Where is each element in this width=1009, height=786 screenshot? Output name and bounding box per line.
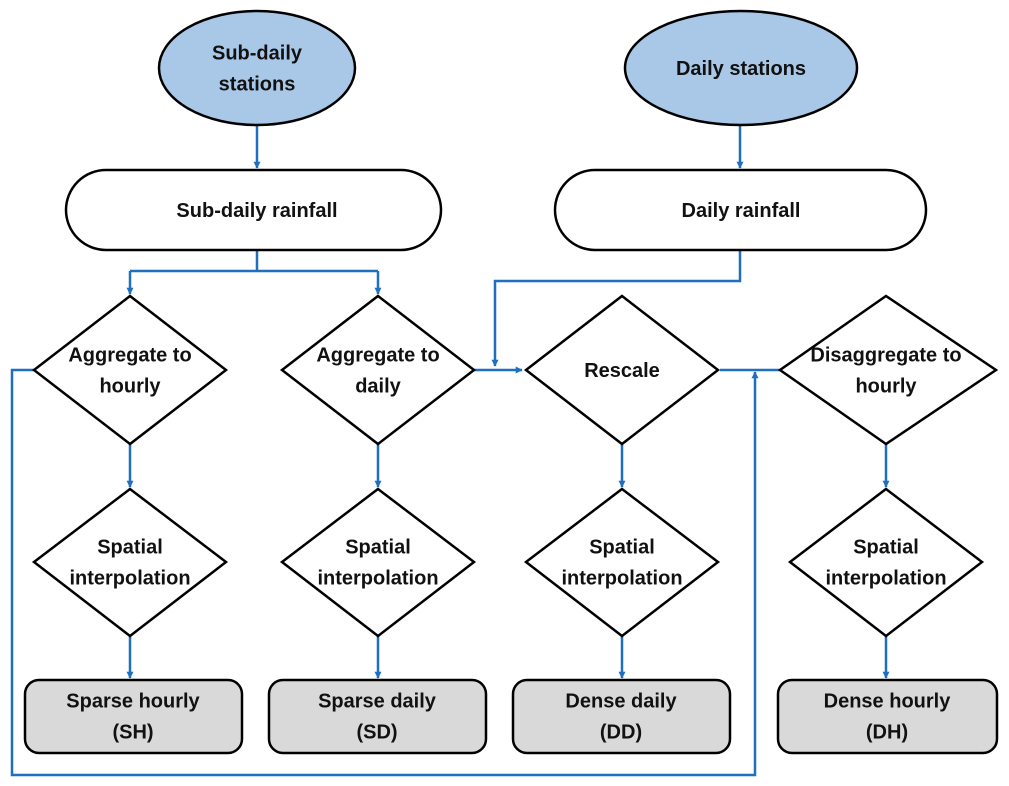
label-line: Spatial [853,537,919,559]
label-line: Spatial [589,537,655,559]
disaggregate-hourly-diamond: Disaggregate to hourly [777,294,999,446]
arrow-agg-hourly-bypass-loop [10,368,759,777]
spatial-interpolation-diamond-1: Spatial interpolation [31,487,229,638]
label-line: Sub-daily [212,43,303,65]
label-line: hourly [99,376,161,398]
daily-rainfall-label: Daily rainfall [682,200,801,222]
label-line: Sparse daily [318,691,437,713]
spatial-interpolation-label-3: Spatial interpolation [561,537,682,590]
subdaily-stations-oval: Sub-daily stations [157,9,357,127]
output-sparse-hourly-label: Sparse hourly (SH) [66,691,200,744]
label-line: Sparse hourly [66,691,200,713]
label-line: Spatial [345,537,411,559]
label-line: (DH) [866,722,908,744]
rescale-label: Rescale [584,360,660,382]
label-line: Daily rainfall [682,200,801,222]
subdaily-stations-label: Sub-daily stations [212,43,303,96]
label-line: Disaggregate to [810,345,961,367]
output-sparse-daily-label: Sparse daily (SD) [318,691,437,744]
output-dense-hourly: Dense hourly (DH) [776,678,999,755]
spatial-interpolation-label-1: Spatial interpolation [69,537,190,590]
label-line: interpolation [825,568,946,590]
label-line: Dense hourly [824,691,952,713]
connectors [10,125,890,777]
disaggregate-hourly-label: Disaggregate to hourly [810,345,961,398]
aggregate-hourly-label: Aggregate to hourly [68,345,191,398]
output-dense-daily-label: Dense daily (DD) [565,691,677,744]
spatial-interpolation-label-2: Spatial interpolation [317,537,438,590]
label-line: Rescale [584,360,660,382]
subdaily-rainfall-box: Sub-daily rainfall [64,168,443,252]
label-line: (SD) [356,722,397,744]
label-line: hourly [855,376,917,398]
label-line: Aggregate to [316,345,439,367]
arrow-daily-rainfall-to-rescale [491,250,742,367]
rescale-diamond: Rescale [523,294,721,446]
spatial-interpolation-diamond-4: Spatial interpolation [787,487,985,638]
spatial-interpolation-diamond-2: Spatial interpolation [279,487,477,638]
label-line: interpolation [69,568,190,590]
aggregate-daily-label: Aggregate to daily [316,345,439,398]
label-line: interpolation [561,568,682,590]
output-sparse-daily: Sparse daily (SD) [267,678,488,755]
output-dense-hourly-label: Dense hourly (DH) [824,691,952,744]
label-line: (SH) [112,722,153,744]
output-sparse-hourly: Sparse hourly (SH) [23,678,244,755]
aggregate-daily-diamond: Aggregate to daily [279,294,477,446]
output-dense-daily: Dense daily (DD) [511,678,732,755]
label-line: Dense daily [565,691,677,713]
daily-stations-oval: Daily stations [623,9,859,127]
label-line: Sub-daily rainfall [176,200,337,222]
label-line: Daily stations [676,58,806,80]
label-line: interpolation [317,568,438,590]
spatial-interpolation-label-4: Spatial interpolation [825,537,946,590]
subdaily-rainfall-label: Sub-daily rainfall [176,200,337,222]
spatial-interpolation-diamond-3: Spatial interpolation [523,487,721,638]
daily-stations-label: Daily stations [676,58,806,80]
label-line: (DD) [600,722,642,744]
split-line-subdaily-rainfall [130,250,378,273]
daily-rainfall-box: Daily rainfall [553,168,928,252]
label-line: stations [219,74,296,96]
aggregate-hourly-diamond: Aggregate to hourly [31,294,229,446]
label-line: Spatial [97,537,163,559]
label-line: Aggregate to [68,345,191,367]
label-line: daily [355,376,401,398]
